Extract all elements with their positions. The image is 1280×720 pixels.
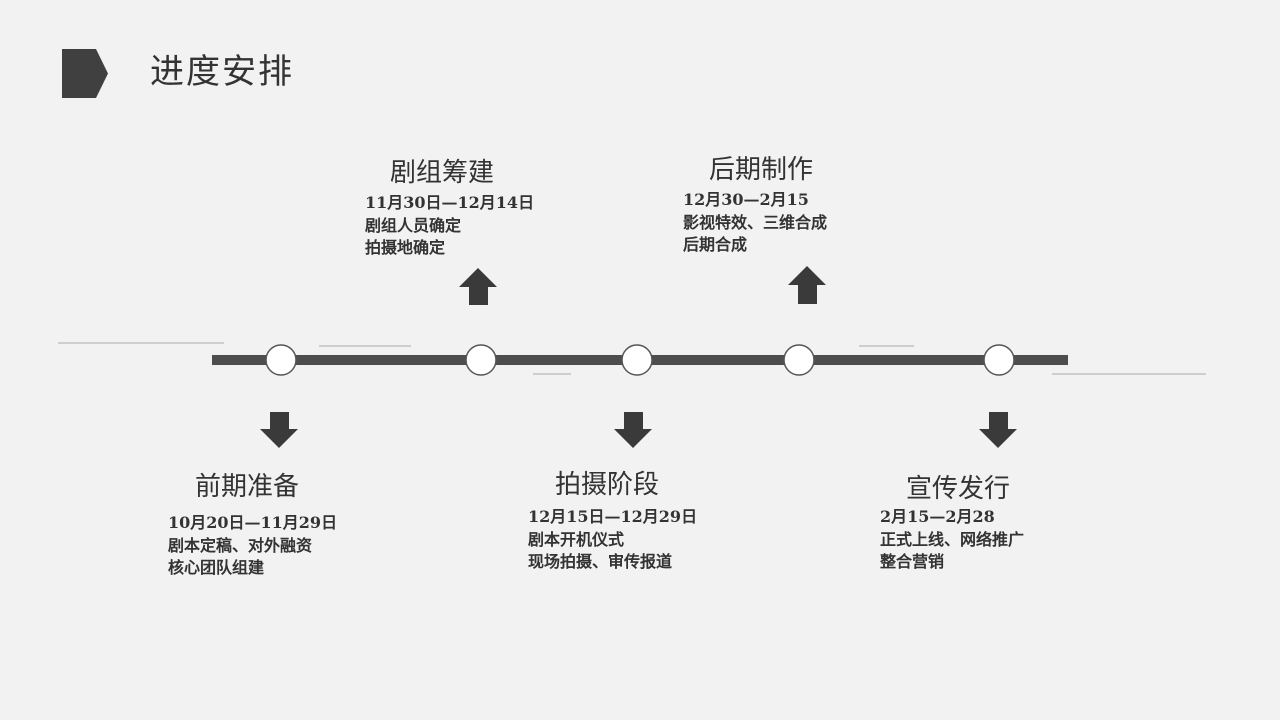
phase-task: 剧本定稿、对外融资	[168, 535, 313, 555]
phase-task: 正式上线、网络推广	[880, 529, 1025, 549]
arrow-up-icon	[459, 268, 497, 305]
phase-date: 11月30日—12月14日	[365, 193, 535, 212]
phase-promotion: 宣传发行 2月15—2月28 正式上线、网络推广 整合营销	[880, 472, 1024, 574]
phase-date: 12月30—2月15	[683, 190, 809, 209]
phase-task: 现场拍摄、审传报道	[528, 552, 673, 571]
page-title: 进度安排	[150, 52, 294, 92]
phase-title: 前期准备	[195, 472, 300, 502]
phase-shooting: 拍摄阶段 12月15日—12月29日 剧本开机仪式 现场拍摄、审传报道	[528, 468, 697, 574]
phase-task: 核心团队组建	[168, 558, 265, 577]
arrow-down-icon	[979, 412, 1017, 448]
arrow-down-icon	[614, 412, 652, 448]
phase-task: 后期合成	[683, 235, 748, 254]
phase-title: 剧组筹建	[390, 158, 495, 188]
arrow-down-icon	[260, 412, 298, 448]
phase-task: 影视特效、三维合成	[683, 212, 828, 232]
timeline-node	[465, 344, 497, 376]
phase-task: 剧组人员确定	[365, 215, 462, 235]
phase-post-production: 后期制作 12月30—2月15 影视特效、三维合成 后期合成	[683, 153, 827, 257]
phase-title: 拍摄阶段	[555, 470, 660, 500]
phase-crew-setup: 剧组筹建 11月30日—12月14日 剧组人员确定 拍摄地确定	[365, 156, 534, 260]
phase-date: 2月15—2月28	[880, 507, 995, 526]
phase-task: 剧本开机仪式	[528, 529, 625, 549]
pentagon-arrow-icon	[62, 49, 108, 98]
phase-task: 拍摄地确定	[365, 238, 446, 257]
phase-title: 后期制作	[709, 155, 814, 185]
timeline-node	[783, 344, 815, 376]
timeline-node	[983, 344, 1015, 376]
timeline-node	[621, 344, 653, 376]
arrow-up-icon	[788, 266, 826, 304]
phase-date: 12月15日—12月29日	[528, 507, 698, 526]
phase-title: 宣传发行	[906, 474, 1011, 504]
timeline-node	[265, 344, 297, 376]
phase-date: 10月20日—11月29日	[168, 513, 338, 532]
phase-task: 整合营销	[880, 552, 945, 571]
phase-preparation: 前期准备 10月20日—11月29日 剧本定稿、对外融资 核心团队组建	[168, 470, 337, 580]
